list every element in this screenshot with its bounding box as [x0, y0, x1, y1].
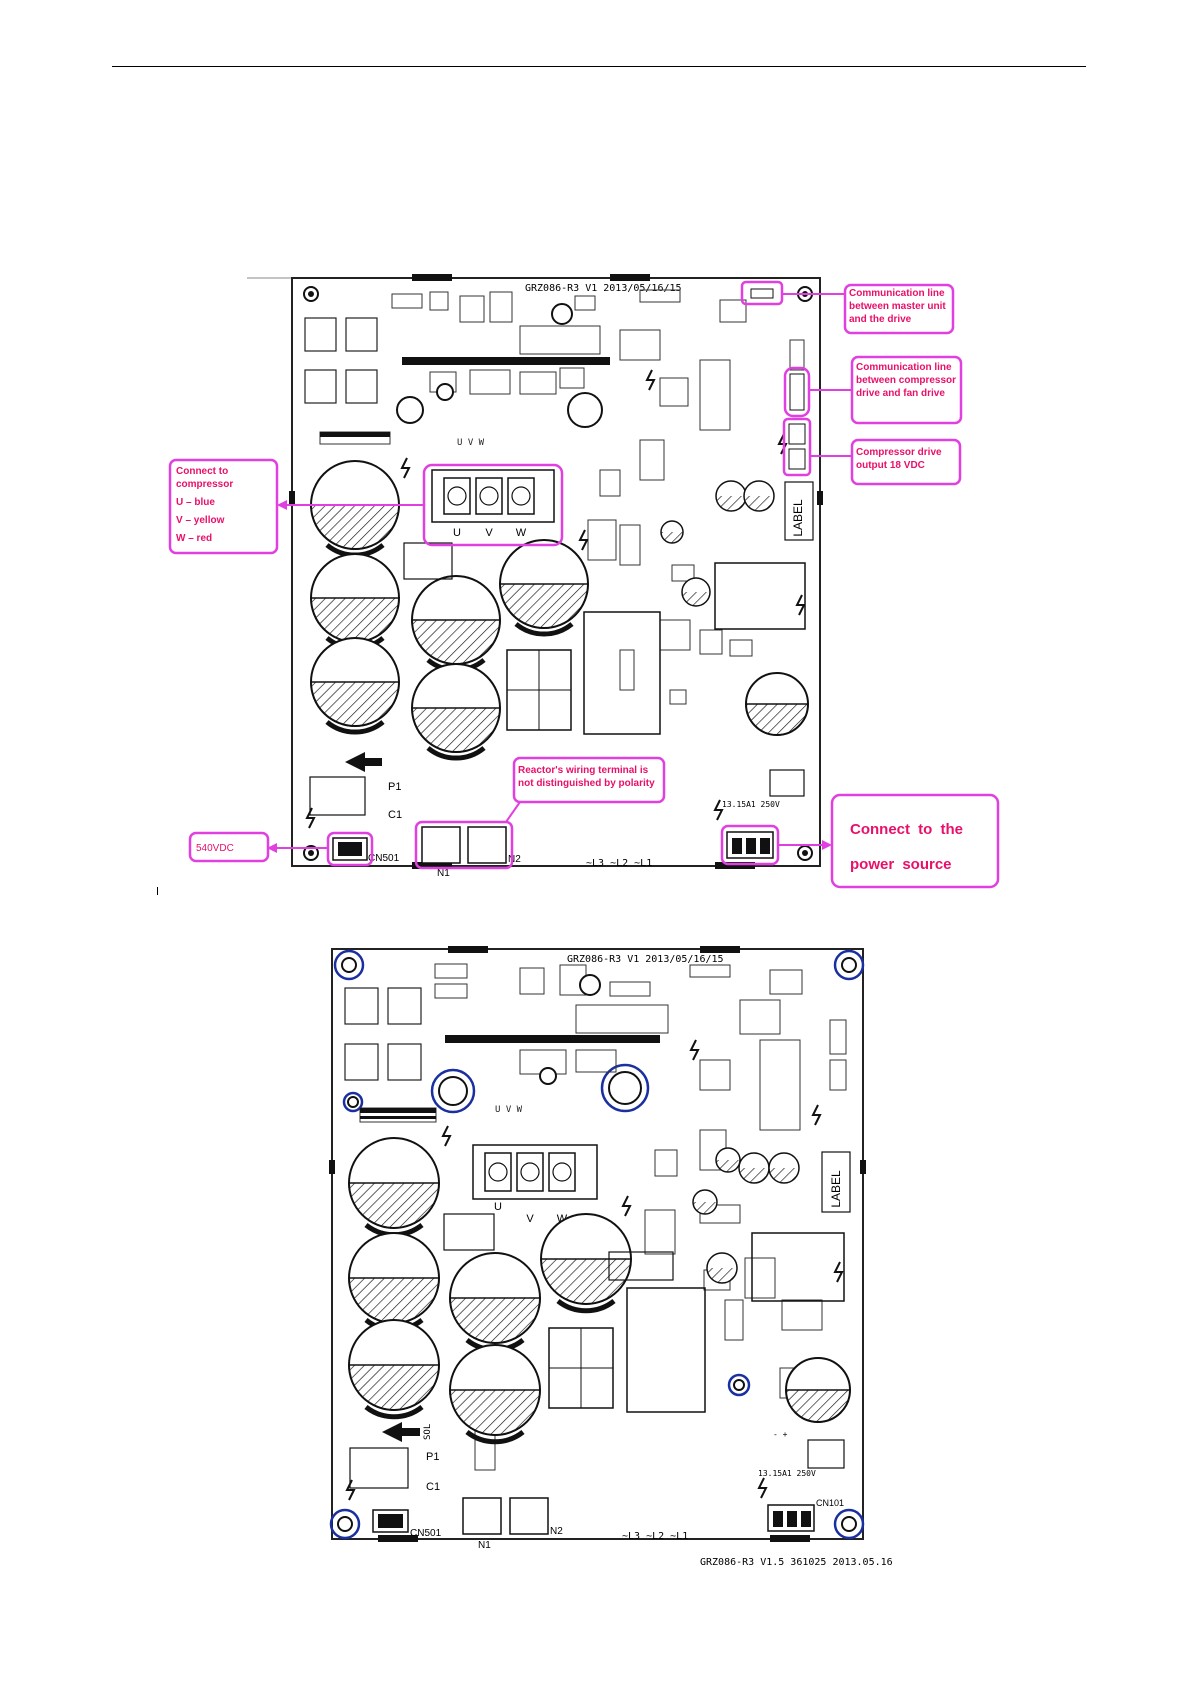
top-n2-label: N2	[508, 854, 521, 865]
top-board-title: GRZ086-R3 V1 2013/05/16/15	[525, 283, 682, 294]
bottom-w-label: W	[557, 1213, 568, 1225]
bottom-minus-plus: - +	[773, 1430, 788, 1439]
bottom-v-label: V	[526, 1213, 534, 1225]
bottom-fuse-label: 13.15A1 250V	[758, 1469, 816, 1478]
top-p1-label: P1	[388, 781, 401, 793]
bottom-phases-label: ~L3 ~L2 ~L1	[622, 1531, 688, 1542]
callout-comm-fan: Communication line between compressor dr…	[856, 362, 957, 399]
svg-text:U V W: U V W	[457, 438, 485, 448]
bottom-n1-label: N1	[478, 1540, 491, 1551]
top-capacitors	[310, 460, 809, 761]
bottom-sol-label: SOL	[423, 1424, 433, 1440]
top-label-text: LABEL	[791, 499, 805, 537]
top-c1-label: C1	[388, 809, 402, 821]
callout-compressor-1: Connect to	[176, 466, 228, 477]
top-cn501-label: CN501	[368, 853, 400, 864]
callout-output-18v: Compressor drive output 18 VDC	[856, 447, 942, 471]
bottom-label-text: LABEL	[829, 1170, 843, 1208]
bottom-n2-label: N2	[550, 1526, 563, 1537]
callout-compressor-5: W – red	[176, 533, 212, 544]
top-v-label: V	[485, 527, 493, 539]
bottom-board-title: GRZ086-R3 V1 2013/05/16/15	[567, 954, 724, 965]
top-n1-label: N1	[437, 868, 450, 879]
callout-comm-master: Communication line between master unit a…	[849, 288, 946, 325]
bottom-p1-label: P1	[426, 1451, 439, 1463]
bottom-cn101-label: CN101	[816, 1498, 844, 1508]
callout-540vdc: 540VDC	[196, 843, 234, 854]
bottom-capacitors	[348, 1137, 851, 1445]
bottom-c1-label: C1	[426, 1481, 440, 1493]
caption-marker	[157, 887, 158, 895]
callout-compressor-4: V – yellow	[176, 515, 225, 526]
bottom-u-label: U	[494, 1201, 502, 1213]
bottom-board-footer: GRZ086-R3 V1.5 361025 2013.05.16	[700, 1557, 893, 1568]
callout-power-source: Connect to the power source	[850, 821, 963, 873]
top-fuse-label: 13.15A1 250V	[722, 800, 780, 809]
reference-board: GRZ086-R3 V1 2013/05/16/15	[329, 946, 893, 1568]
callout-compressor-2: compressor	[176, 479, 233, 490]
svg-text:U V W: U V W	[495, 1105, 523, 1115]
top-w-label: W	[516, 527, 527, 539]
callout-reactor: Reactor's wiring terminal is not disting…	[518, 765, 655, 789]
callouts-top: Communication line between master unit a…	[168, 280, 1000, 889]
bottom-cn501-label: CN501	[410, 1528, 442, 1539]
callout-compressor-3: U – blue	[176, 497, 215, 508]
header-rule	[112, 66, 1086, 67]
top-u-label: U	[453, 527, 461, 539]
top-phases-label: ~L3 ~L2 ~L1	[586, 858, 652, 869]
annotated-board: GRZ086-R3 V1 2013/05/16/15	[168, 274, 1000, 889]
